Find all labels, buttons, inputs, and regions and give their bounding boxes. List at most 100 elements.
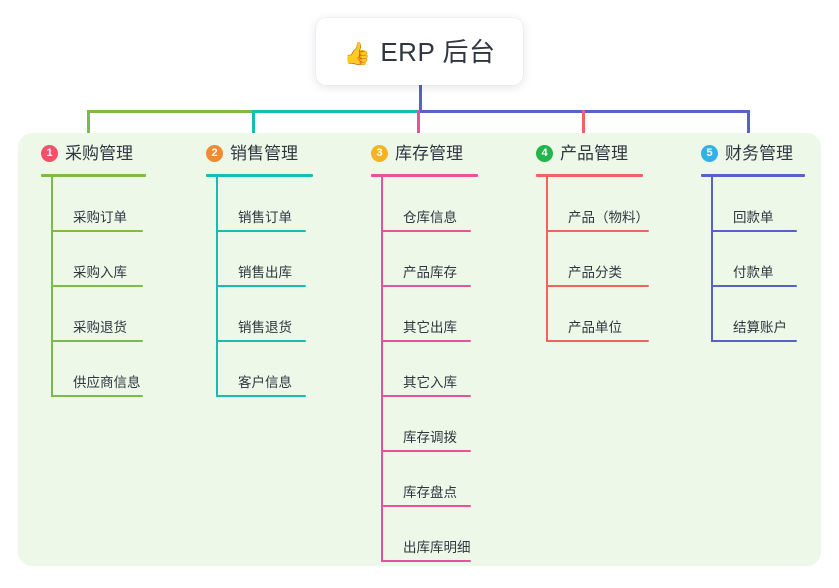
category-badge-icon: 1 (41, 144, 58, 162)
category-underline (536, 174, 643, 177)
child-item[interactable]: 销售订单 (216, 177, 313, 232)
child-item[interactable]: 其它出库 (381, 287, 478, 342)
child-item-underline (711, 230, 797, 232)
category-column-5: 5 财务管理回款单付款单结算账户 (701, 140, 805, 342)
connector-bus-2 (252, 110, 419, 113)
connector-trunk (419, 85, 422, 113)
child-item-label: 结算账户 (733, 319, 787, 335)
category-underline (701, 174, 805, 177)
child-item-label: 库存调拨 (403, 429, 457, 445)
category-badge-icon: 3 (371, 144, 388, 162)
child-item-label: 其它入库 (403, 374, 457, 390)
child-item-label: 库存盘点 (403, 484, 457, 500)
child-item[interactable]: 产品库存 (381, 232, 478, 287)
child-item[interactable]: 采购订单 (51, 177, 146, 232)
category-column-3: 3 库存管理仓库信息产品库存其它出库其它入库库存调拨库存盘点出库库明细 (371, 140, 478, 562)
category-header-2[interactable]: 2 销售管理 (206, 140, 313, 166)
child-item-label: 回款单 (733, 209, 774, 225)
category-column-1: 1 采购管理采购订单采购入库采购退货供应商信息 (41, 140, 146, 397)
child-item-label: 付款单 (733, 264, 774, 280)
child-item-label: 采购订单 (73, 209, 127, 225)
child-item-underline (381, 285, 471, 287)
connector-drop-2 (252, 110, 255, 152)
category-badge-icon: 5 (701, 144, 718, 162)
child-spine (51, 177, 53, 397)
child-item-label: 仓库信息 (403, 209, 457, 225)
child-item[interactable]: 仓库信息 (381, 177, 478, 232)
child-item-underline (381, 230, 471, 232)
child-item-label: 采购退货 (73, 319, 127, 335)
child-item[interactable]: 出库库明细 (381, 507, 478, 562)
child-item-label: 销售订单 (238, 209, 292, 225)
connector-drop-4 (582, 110, 585, 152)
category-title: 销售管理 (230, 143, 298, 163)
child-item[interactable]: 回款单 (711, 177, 805, 232)
diagram-panel (18, 133, 821, 566)
category-badge-icon: 2 (206, 144, 223, 162)
child-item-label: 其它出库 (403, 319, 457, 335)
child-item[interactable]: 产品分类 (546, 232, 649, 287)
child-item-underline (216, 340, 306, 342)
category-column-2: 2 销售管理销售订单销售出库销售退货客户信息 (206, 140, 313, 397)
category-title: 财务管理 (725, 143, 793, 163)
child-item-underline (51, 285, 143, 287)
child-item[interactable]: 采购入库 (51, 232, 146, 287)
child-spine (546, 177, 548, 342)
thumbs-up-icon: 👍 (343, 40, 372, 66)
child-item-underline (51, 340, 143, 342)
root-node[interactable]: 👍 ERP 后台 (316, 18, 523, 85)
child-item[interactable]: 产品（物料） (546, 177, 649, 232)
child-spine (381, 177, 383, 562)
child-item[interactable]: 库存盘点 (381, 452, 478, 507)
category-header-5[interactable]: 5 财务管理 (701, 140, 805, 166)
child-item-underline (51, 395, 143, 397)
child-item-label: 产品库存 (403, 264, 457, 280)
child-item[interactable]: 销售退货 (216, 287, 313, 342)
category-header-1[interactable]: 1 采购管理 (41, 140, 146, 166)
root-title-text: ERP 后台 (380, 36, 496, 67)
child-item-label: 客户信息 (238, 374, 292, 390)
child-item[interactable]: 客户信息 (216, 342, 313, 397)
child-item-underline (546, 285, 649, 287)
category-header-3[interactable]: 3 库存管理 (371, 140, 478, 166)
child-item[interactable]: 供应商信息 (51, 342, 146, 397)
child-spine (216, 177, 218, 397)
child-item-label: 产品单位 (568, 319, 622, 335)
connector-drop-3 (417, 110, 420, 152)
connector-drop-5 (747, 110, 750, 152)
child-item-label: 销售退货 (238, 319, 292, 335)
child-item[interactable]: 其它入库 (381, 342, 478, 397)
child-item-underline (216, 395, 306, 397)
child-item-label: 出库库明细 (403, 539, 471, 555)
child-item-underline (546, 340, 649, 342)
category-children-2: 销售订单销售出库销售退货客户信息 (216, 177, 313, 397)
child-item-label: 产品分类 (568, 264, 622, 280)
child-item[interactable]: 销售出库 (216, 232, 313, 287)
child-item-underline (381, 395, 471, 397)
child-item-underline (216, 230, 306, 232)
category-title: 采购管理 (65, 143, 133, 163)
child-item-underline (381, 450, 471, 452)
category-underline (371, 174, 478, 177)
child-item-label: 产品（物料） (568, 209, 649, 225)
child-item[interactable]: 结算账户 (711, 287, 805, 342)
child-item-label: 采购入库 (73, 264, 127, 280)
category-children-3: 仓库信息产品库存其它出库其它入库库存调拨库存盘点出库库明细 (381, 177, 478, 562)
child-item[interactable]: 付款单 (711, 232, 805, 287)
category-children-1: 采购订单采购入库采购退货供应商信息 (51, 177, 146, 397)
child-item[interactable]: 库存调拨 (381, 397, 478, 452)
category-title: 库存管理 (395, 143, 463, 163)
connector-bus-1 (87, 110, 252, 113)
child-item-label: 销售出库 (238, 264, 292, 280)
child-item-underline (381, 340, 471, 342)
child-spine (711, 177, 713, 342)
child-item-underline (711, 285, 797, 287)
child-item-underline (216, 285, 306, 287)
root-title: 👍 ERP 后台 (343, 39, 495, 65)
child-item[interactable]: 产品单位 (546, 287, 649, 342)
child-item[interactable]: 采购退货 (51, 287, 146, 342)
child-item-label: 供应商信息 (73, 374, 141, 390)
